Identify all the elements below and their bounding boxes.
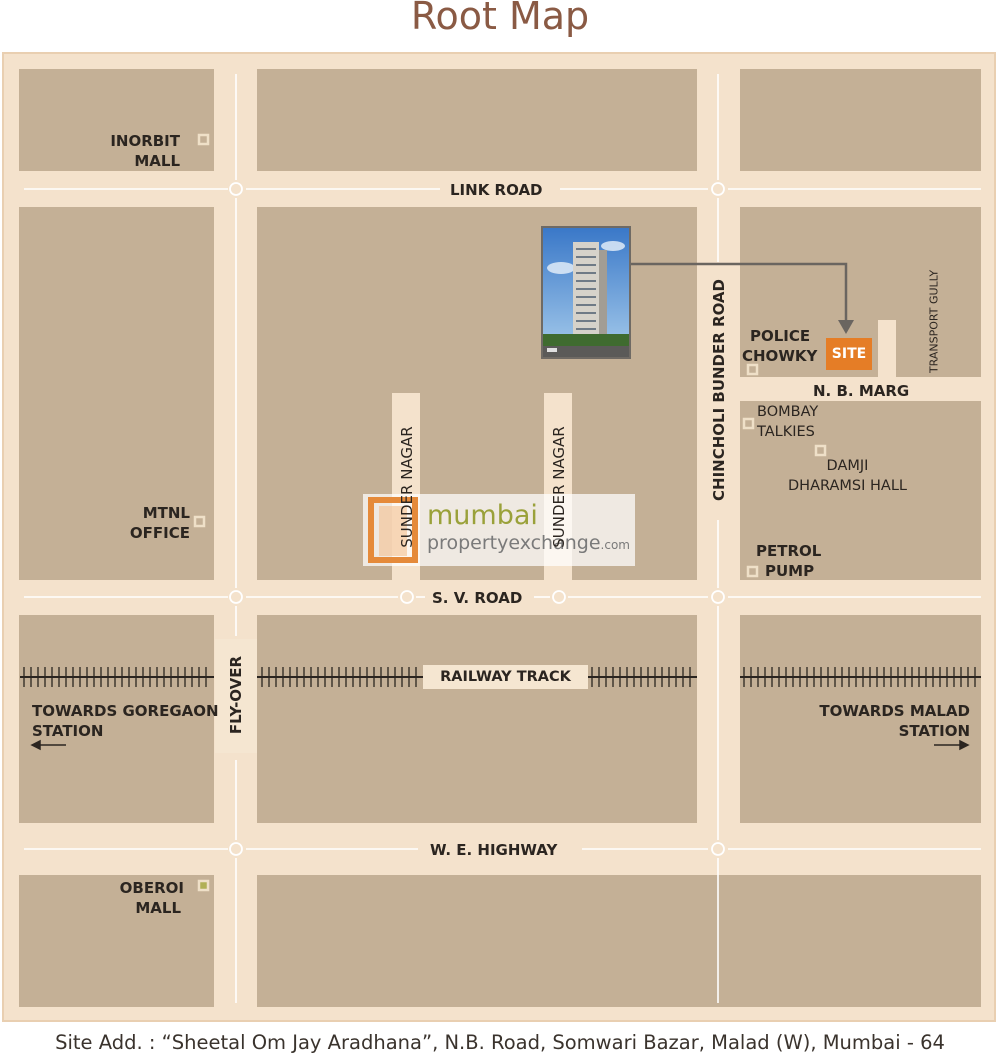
block	[19, 207, 214, 580]
site-badge: SITE	[826, 338, 872, 370]
label-transport-gully: TRANSPORT GULLY	[927, 269, 941, 374]
site-pointer-arrowhead	[838, 320, 854, 334]
fly-over-box	[215, 639, 257, 753]
site-pointer	[631, 262, 848, 322]
nb-marg-street	[740, 377, 981, 401]
label-chincholi-bunder-road: CHINCHOLI BUNDER ROAD	[710, 279, 728, 501]
watermark-logo: mumbai propertyexchange.com	[363, 494, 635, 566]
label-nb-marg: N. B. MARG	[813, 382, 910, 400]
watermark-brand-bottom: propertyexchange.com	[427, 532, 630, 554]
watermark-brand-top: mumbai	[427, 500, 538, 531]
marker-bombay-talkies	[742, 417, 755, 430]
label-sv-road: S. V. ROAD	[432, 589, 523, 607]
block	[257, 69, 697, 171]
block	[740, 615, 981, 823]
landmark-markers	[193, 133, 827, 578]
label-link-road: LINK ROAD	[450, 181, 543, 199]
block	[19, 69, 214, 171]
block	[19, 615, 214, 823]
label-railway-track: RAILWAY TRACK	[423, 665, 588, 689]
label-fly-over: FLY-OVER	[227, 655, 245, 735]
railway-track	[20, 667, 981, 687]
marker-inorbit	[197, 133, 210, 146]
block	[257, 875, 981, 1007]
marker-police	[746, 363, 759, 376]
label-sunder-nagar-1: SUNDER NAGAR	[398, 426, 416, 548]
label-we-highway: W. E. HIGHWAY	[430, 841, 558, 859]
block	[19, 875, 214, 1007]
marker-mtnl	[193, 515, 206, 528]
block	[740, 69, 981, 171]
transport-gully-street	[878, 320, 896, 380]
marker-oberoi	[197, 879, 210, 892]
label-sunder-nagar-2: SUNDER NAGAR	[550, 426, 568, 548]
building-photo	[541, 226, 631, 359]
block	[257, 615, 697, 823]
site-address-footer: Site Add. : “Sheetal Om Jay Aradhana”, N…	[55, 1031, 945, 1054]
map-title: Root Map	[410, 0, 590, 38]
marker-petrol	[746, 565, 759, 578]
marker-damji	[814, 444, 827, 457]
